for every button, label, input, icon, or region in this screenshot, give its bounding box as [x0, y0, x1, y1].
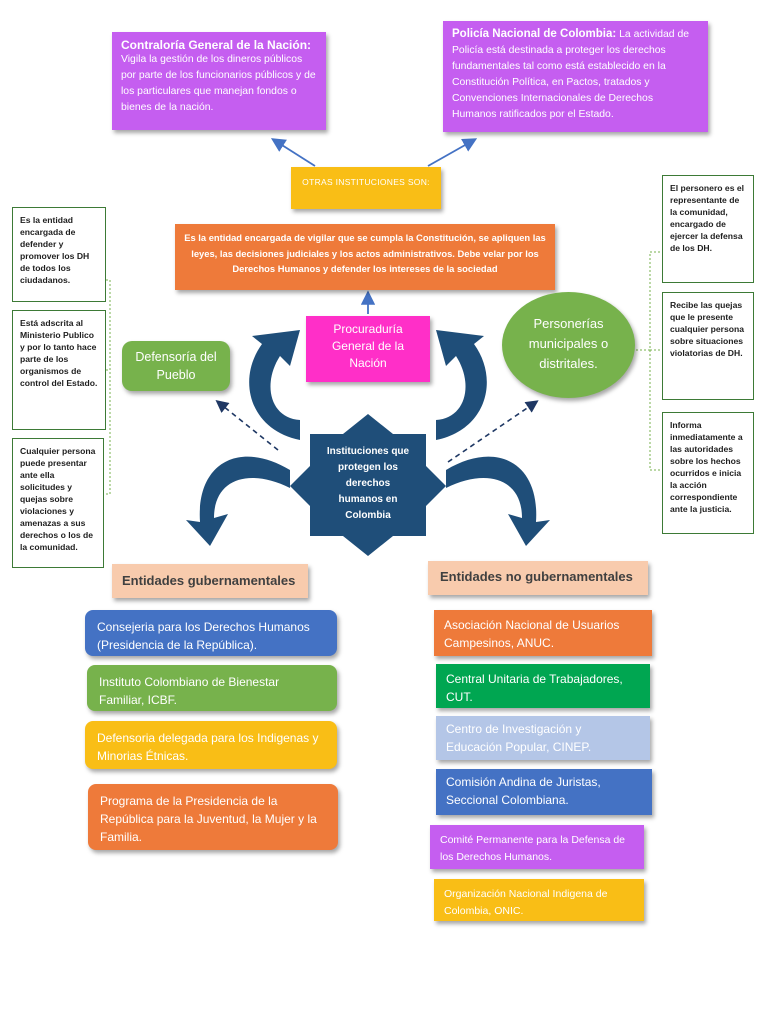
- defensoria-box: Defensoría del Pueblo: [122, 341, 230, 391]
- arrow-to-policia: [427, 138, 478, 167]
- curved-arrow-left-lower: [186, 456, 290, 546]
- center-star: [290, 414, 446, 556]
- gub-item-4: Programa de la Presidencia de la Repúbli…: [88, 784, 338, 850]
- nogub-item-2: Central Unitaria de Trabajadores, CUT.: [436, 664, 650, 708]
- nogub-item-4-text: Comisión Andina de Juristas, Seccional C…: [446, 775, 601, 807]
- right-bracket: [649, 251, 660, 471]
- gub-item-2: Instituto Colombiano de Bienestar Famili…: [87, 665, 337, 711]
- nogub-item-3: Centro de Investigación y Educación Popu…: [436, 716, 650, 760]
- gubernamentales-header: Entidades gubernamentales: [112, 564, 308, 598]
- left-note-1: Es la entidad encargada de defender y pr…: [12, 207, 106, 302]
- personerias-oval: Personerías municipales o distritales.: [502, 292, 635, 398]
- left-note-3: Cualquier persona puede presentar ante e…: [12, 438, 104, 568]
- nogub-item-4: Comisión Andina de Juristas, Seccional C…: [436, 769, 652, 815]
- right-note-1: El personero es el representante de la c…: [662, 175, 754, 283]
- right-note-1-text: El personero es el representante de la c…: [670, 183, 745, 253]
- right-note-2-text: Recibe las quejas que le presente cualqu…: [670, 300, 745, 358]
- center-label-box: Instituciones que protegen los derechos …: [326, 444, 410, 530]
- center-label: Instituciones que protegen los derechos …: [326, 446, 410, 521]
- gub-item-2-text: Instituto Colombiano de Bienestar Famili…: [99, 675, 280, 707]
- nogub-item-5: Comité Permanente para la Defensa de los…: [430, 825, 644, 869]
- right-note-3-text: Informa inmediatamente a las autoridades…: [670, 420, 743, 514]
- nogub-item-1: Asociación Nacional de Usuarios Campesin…: [434, 610, 652, 656]
- procuraduria-desc-box: Es la entidad encargada de vigilar que s…: [175, 224, 555, 290]
- no-gubernamentales-header: Entidades no gubernamentales: [428, 561, 648, 595]
- gub-item-3: Defensoria delegada para los Indigenas y…: [85, 721, 337, 769]
- gub-item-1: Consejeria para los Derechos Humanos (Pr…: [85, 610, 337, 656]
- procuraduria-desc-text: Es la entidad encargada de vigilar que s…: [184, 232, 546, 274]
- otras-instituciones-label: OTRAS INSTITUCIONES SON:: [302, 177, 430, 187]
- left-note-1-text: Es la entidad encargada de defender y pr…: [20, 215, 90, 285]
- policia-body: La actividad de Policía está destinada a…: [452, 29, 690, 120]
- nogub-item-1-text: Asociación Nacional de Usuarios Campesin…: [444, 618, 620, 650]
- contraloria-title: Contraloría General de la Nación:: [121, 38, 312, 52]
- gub-item-3-text: Defensoria delegada para los Indigenas y…: [97, 731, 319, 763]
- nogub-item-2-text: Central Unitaria de Trabajadores, CUT.: [446, 672, 623, 704]
- nogub-item-6-text: Organización Nacional Indigena de Colomb…: [444, 888, 608, 917]
- nogub-item-3-text: Centro de Investigación y Educación Popu…: [446, 722, 592, 754]
- curved-arrow-right-lower: [446, 456, 550, 546]
- contraloria-body: Vigila la gestión de los dineros público…: [121, 54, 316, 113]
- left-note-2-text: Está adscrita al Ministerio Publico y po…: [20, 318, 98, 388]
- right-note-2: Recibe las quejas que le presente cualqu…: [662, 292, 754, 400]
- gub-item-4-text: Programa de la Presidencia de la Repúbli…: [100, 794, 317, 844]
- dashed-arrow-defensoria: [215, 400, 279, 451]
- nogub-item-5-text: Comité Permanente para la Defensa de los…: [440, 834, 626, 863]
- defensoria-label: Defensoría del Pueblo: [135, 350, 217, 382]
- otras-instituciones-box: OTRAS INSTITUCIONES SON:: [291, 167, 441, 209]
- procuraduria-label: Procuraduría General de la Nación: [331, 322, 405, 370]
- gubernamentales-header-label: Entidades gubernamentales: [122, 573, 296, 588]
- personerias-label: Personerías municipales o distritales.: [528, 316, 609, 371]
- no-gubernamentales-header-label: Entidades no gubernamentales: [440, 569, 633, 584]
- curved-arrow-left-upper: [249, 330, 300, 440]
- left-note-2: Está adscrita al Ministerio Publico y po…: [12, 310, 106, 430]
- nogub-item-6: Organización Nacional Indigena de Colomb…: [434, 879, 644, 921]
- policia-box: Policía Nacional de Colombia: La activid…: [443, 21, 708, 132]
- curved-arrow-right-upper: [436, 330, 487, 440]
- procuraduria-box: Procuraduría General de la Nación: [306, 316, 430, 382]
- policia-title: Policía Nacional de Colombia:: [452, 28, 617, 40]
- arrow-to-contraloria: [270, 138, 316, 167]
- left-note-3-text: Cualquier persona puede presentar ante e…: [20, 446, 96, 552]
- contraloria-box: Contraloría General de la Nación: Vigila…: [112, 32, 326, 130]
- gub-item-1-text: Consejeria para los Derechos Humanos (Pr…: [97, 620, 310, 652]
- left-bracket: [106, 279, 111, 495]
- right-note-3: Informa inmediatamente a las autoridades…: [662, 412, 754, 534]
